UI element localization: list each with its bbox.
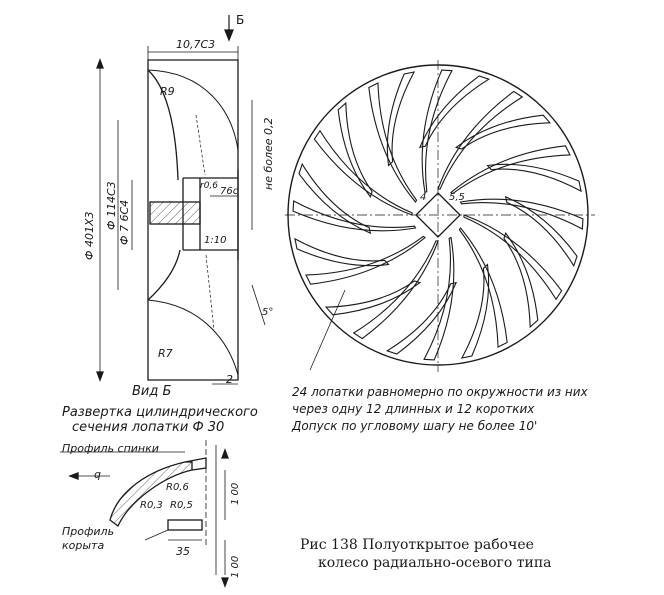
long-blade [292,200,417,232]
short-blade [324,280,422,316]
figure-caption: Рис 138 Полуоткрытое рабочее колесо ради… [300,536,630,572]
long-blade [463,214,563,301]
dev-h2: 1 00 [230,556,241,578]
hub-bore [149,201,201,225]
short-blade [294,237,390,267]
dim-radius-bottom: R7 [158,347,173,360]
short-blade [337,101,373,199]
dim-outer-diam: Ф 401Х3 [83,212,96,261]
dim-gap-right: 5° [262,307,273,318]
hub-square [415,192,461,238]
hub-d: 4 [420,192,426,203]
dev-r3: R0,5 [170,500,193,511]
blade-development [60,440,229,588]
short-blade [454,114,552,150]
back-profile-label: Профиль спинки [62,442,159,455]
short-blade [386,71,416,167]
long-blade [305,235,426,285]
note-3: Допуск по угловому шагу не более 10' [291,419,537,433]
section-view [96,15,266,385]
dim-taper: 1:10 [204,235,226,246]
wheel-labels: 5,5 4 24 лопатки равномерно по окружност… [291,192,589,433]
development-labels: Развертка цилиндрического сечения лопатк… [62,405,258,578]
note-1: 24 лопатки равномерно по окружности из н… [292,385,589,399]
dim-hub-diam: Ф 7 6С4 [118,200,131,245]
impeller-outline [147,59,239,381]
short-blade [503,231,539,329]
dim-bottom: 2 [226,373,233,386]
short-blade [486,163,582,193]
long-blade [459,198,584,230]
caption-line-2: колесо радиально-осевого типа [318,555,552,571]
short-blade [385,281,458,355]
dev-r2: R0,3 [140,500,163,511]
short-blade [504,195,578,268]
short-blade [460,263,490,359]
dim-mid-diam: Ф 114С3 [105,181,118,230]
section-labels: Б 10,7С3 Ф 401Х3 Ф 114С3 Ф 7 6С4 R9 R7 7… [83,13,275,399]
dev-arrow-label: q [94,468,101,481]
dim-not-more: не более 0,2 [262,117,275,190]
long-blade [421,69,453,194]
dev-r1: R0,6 [166,482,189,493]
short-blade [418,75,491,149]
view-title: Вид Б [132,384,171,399]
face-profile-label-2: корыта [62,539,104,552]
dim-radius-top: R9 [160,85,175,98]
long-blade [437,90,524,190]
blade-profile [109,461,193,528]
long-blade [450,145,571,195]
long-blade [423,236,455,361]
dim-r-small: r0,6 [200,181,218,191]
dev-h1: 1 00 [230,483,241,505]
dim-top-width: 10,7С3 [176,38,215,51]
face-profile-label-1: Профиль [62,525,114,538]
long-blade [352,240,439,340]
short-blade [298,162,372,235]
wheel-view [285,60,595,372]
hub-flat: 5,5 [449,192,465,203]
dim-hub-len: 76с [220,186,239,197]
long-blade [368,82,418,203]
long-blade [458,227,508,348]
note-2: через одну 12 длинных и 12 коротких [292,402,535,416]
dev-title-1: Развертка цилиндрического [62,405,258,420]
caption-line-1: Рис 138 Полуоткрытое рабочее [300,537,534,553]
long-blade [313,129,413,216]
dev-title-2: сечения лопатки Ф 30 [72,420,224,435]
view-arrow-label: Б [236,13,244,27]
blade-group [292,69,584,361]
dev-w: 35 [176,545,190,558]
